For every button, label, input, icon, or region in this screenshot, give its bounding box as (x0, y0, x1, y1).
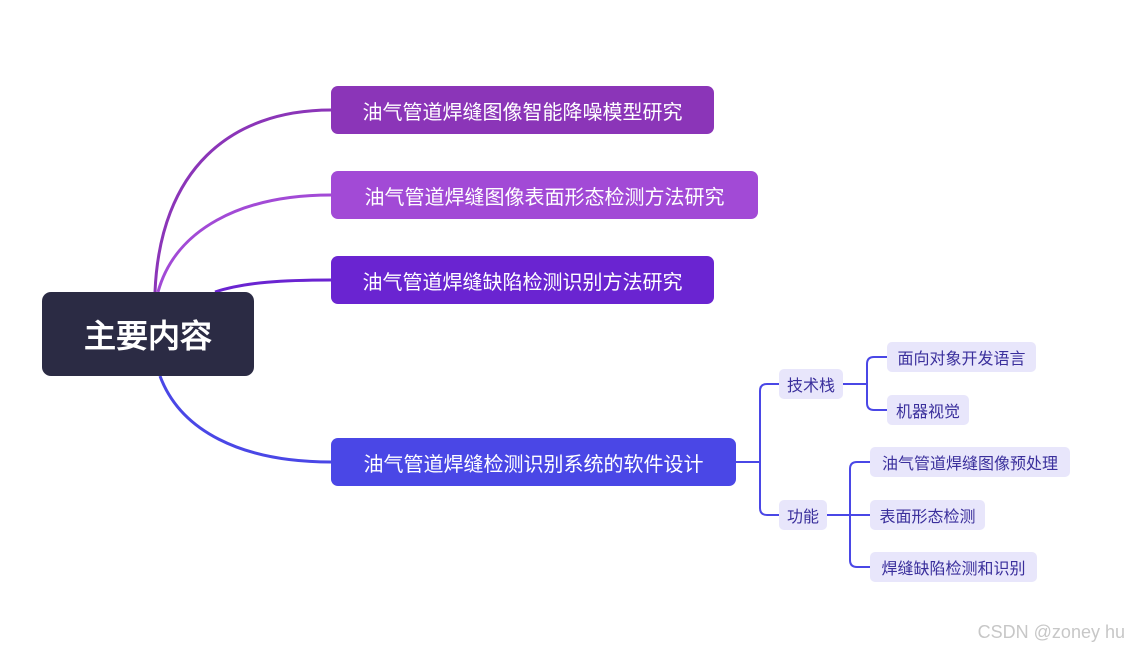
subnode-function[interactable]: 功能 (779, 500, 827, 530)
subnode-tech-stack[interactable]: 技术栈 (779, 369, 843, 399)
connector-root-branch-3 (214, 278, 332, 294)
connector-root-branch-4 (158, 375, 332, 464)
branch-node-software-design[interactable]: 油气管道焊缝检测识别系统的软件设计 (331, 438, 736, 486)
root-node[interactable]: 主要内容 (42, 292, 254, 376)
leaf-machine-vision[interactable]: 机器视觉 (887, 395, 969, 425)
connector-root-branch-2 (156, 193, 332, 293)
leaf-surface-detection[interactable]: 表面形态检测 (870, 500, 985, 530)
connector-branch4-function (759, 462, 779, 516)
connector-techstack-leaf-2 (866, 384, 887, 411)
branch-node-denoise-model[interactable]: 油气管道焊缝图像智能降噪模型研究 (331, 86, 714, 134)
connector-root-branch-1 (153, 108, 332, 293)
connector-function-leaf-3 (849, 515, 870, 568)
leaf-image-preprocessing[interactable]: 油气管道焊缝图像预处理 (870, 447, 1070, 477)
leaf-oop-language[interactable]: 面向对象开发语言 (887, 342, 1036, 372)
connector-function-leaf-1 (849, 461, 870, 515)
watermark: CSDN @zoney hu (977, 622, 1125, 642)
leaf-defect-detection-recognition[interactable]: 焊缝缺陷检测和识别 (870, 552, 1037, 582)
connector-techstack-leaf-1 (866, 356, 887, 384)
connector-branch4-techstack (759, 383, 779, 462)
branch-node-surface-morphology[interactable]: 油气管道焊缝图像表面形态检测方法研究 (331, 171, 758, 219)
branch-node-defect-detection[interactable]: 油气管道焊缝缺陷检测识别方法研究 (331, 256, 714, 304)
